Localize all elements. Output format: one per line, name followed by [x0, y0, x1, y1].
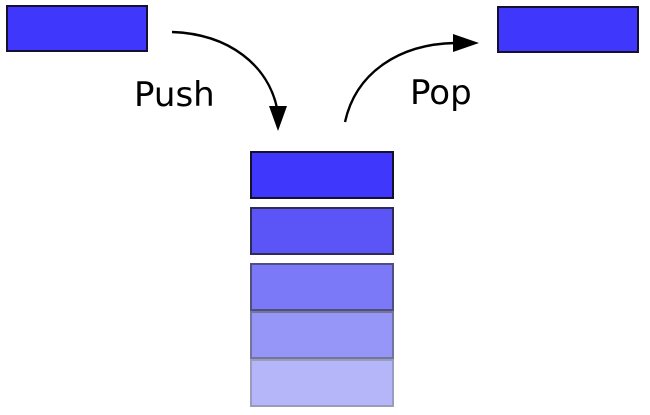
pop-label: Pop — [410, 73, 472, 113]
input-element-box[interactable] — [6, 5, 148, 52]
stack-item[interactable] — [250, 207, 394, 255]
stack-item[interactable] — [250, 263, 394, 311]
push-arrowhead-icon — [269, 106, 287, 131]
stack-item[interactable] — [250, 151, 394, 199]
stack-item[interactable] — [250, 359, 394, 407]
stack-item[interactable] — [250, 311, 394, 359]
push-arrow — [171, 30, 287, 131]
push-arrow-line — [171, 30, 279, 109]
output-element-box[interactable] — [497, 6, 639, 53]
push-label: Push — [134, 75, 215, 115]
pop-arrow — [343, 34, 479, 123]
pop-arrowhead-icon — [453, 34, 479, 52]
pop-arrow-line — [343, 41, 456, 123]
